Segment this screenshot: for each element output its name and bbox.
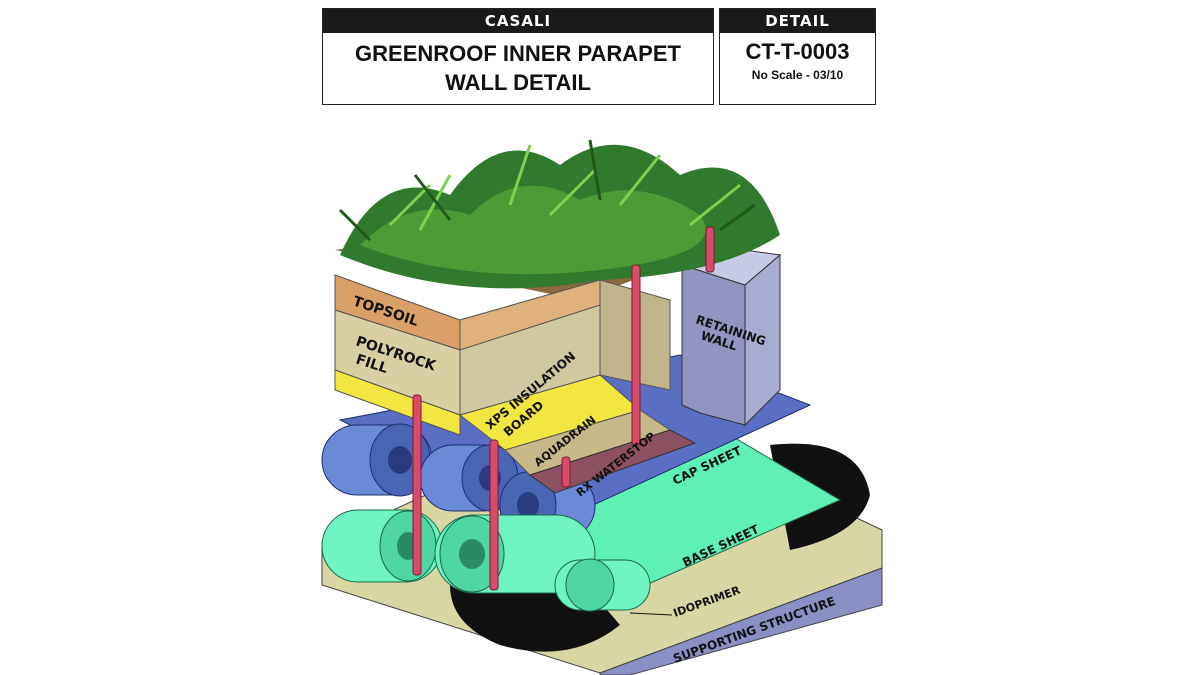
brand-label: CASALI <box>323 9 713 33</box>
drawing-scale: No Scale - 03/10 <box>751 68 844 82</box>
waterstop-layer <box>528 429 697 494</box>
detail-label: DETAIL <box>720 9 875 33</box>
drawing-title: GREENROOF INNER PARAPET WALL DETAIL <box>323 33 713 97</box>
detail-block: DETAIL CT-T-0003 No Scale - 03/10 <box>719 8 876 105</box>
drain-pipes <box>412 226 715 591</box>
drawing-title-line-2: WALL DETAIL <box>445 70 591 95</box>
parapet-detail-drawing: TOPSOIL POLYROCK FILL XPS INSULATION BOA… <box>321 139 883 675</box>
drawing-code: CT-T-0003 <box>745 39 850 64</box>
drawing-title-line-1: GREENROOF INNER PARAPET <box>355 41 681 66</box>
membrane-roll-4 <box>321 509 443 583</box>
greenroof-foliage <box>338 139 780 289</box>
primer-leader <box>629 612 673 616</box>
title-block: CASALI GREENROOF INNER PARAPET WALL DETA… <box>322 8 714 105</box>
membrane-roll-6 <box>554 558 651 612</box>
retaining-wall-side <box>744 253 781 427</box>
membrane-roll-5 <box>434 514 596 594</box>
